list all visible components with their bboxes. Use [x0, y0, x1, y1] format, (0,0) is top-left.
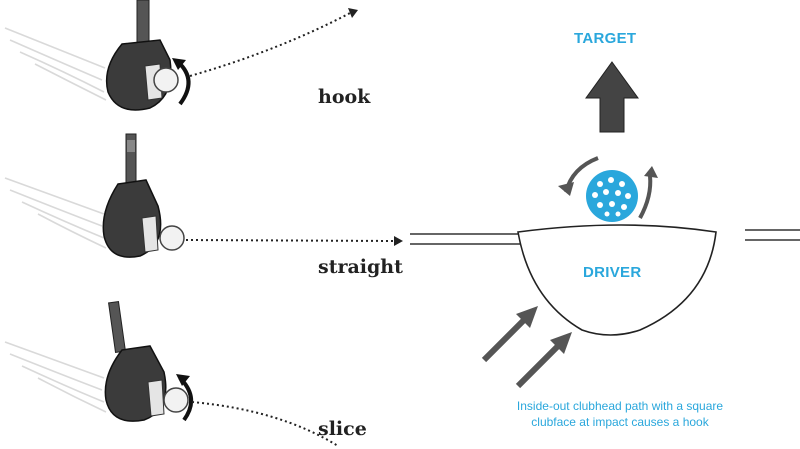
- straight-label: straight: [318, 256, 403, 278]
- driver-diagram: [410, 61, 800, 389]
- ball-path-straight: [185, 239, 395, 242]
- swing-motion-lines: [4, 177, 107, 249]
- ground-line: [410, 229, 800, 245]
- hook-club-illustration: [4, 0, 358, 111]
- driver-clubhead: [517, 224, 717, 336]
- golf-ball: [163, 387, 189, 413]
- swing-motion-lines: [4, 27, 107, 101]
- caption-line-2: clubface at impact causes a hook: [531, 415, 709, 429]
- ball-path-hook: [189, 11, 353, 77]
- ball-path-slice: [191, 401, 339, 447]
- golf-ball: [153, 67, 179, 93]
- driver-label: DRIVER: [583, 264, 642, 281]
- slice-club-illustration: [4, 300, 339, 447]
- target-arrow-icon: [585, 61, 639, 133]
- target-label: TARGET: [574, 30, 637, 47]
- club-shaft: [108, 300, 126, 354]
- swing-path-arrows-icon: [481, 306, 572, 389]
- club-shaft: [136, 0, 150, 45]
- diagram-caption: Inside-out clubhead path with a square c…: [490, 398, 750, 430]
- spin-arrow-right-icon: [638, 175, 653, 219]
- golf-ball-icon: [586, 170, 638, 222]
- rotation-arrow-icon: [176, 60, 191, 106]
- slice-label: slice: [318, 418, 367, 440]
- swing-motion-lines: [4, 341, 107, 413]
- golf-ball: [159, 225, 185, 251]
- straight-club-illustration: [4, 133, 403, 258]
- caption-line-1: Inside-out clubhead path with a square: [516, 399, 724, 413]
- hook-label: hook: [318, 86, 371, 108]
